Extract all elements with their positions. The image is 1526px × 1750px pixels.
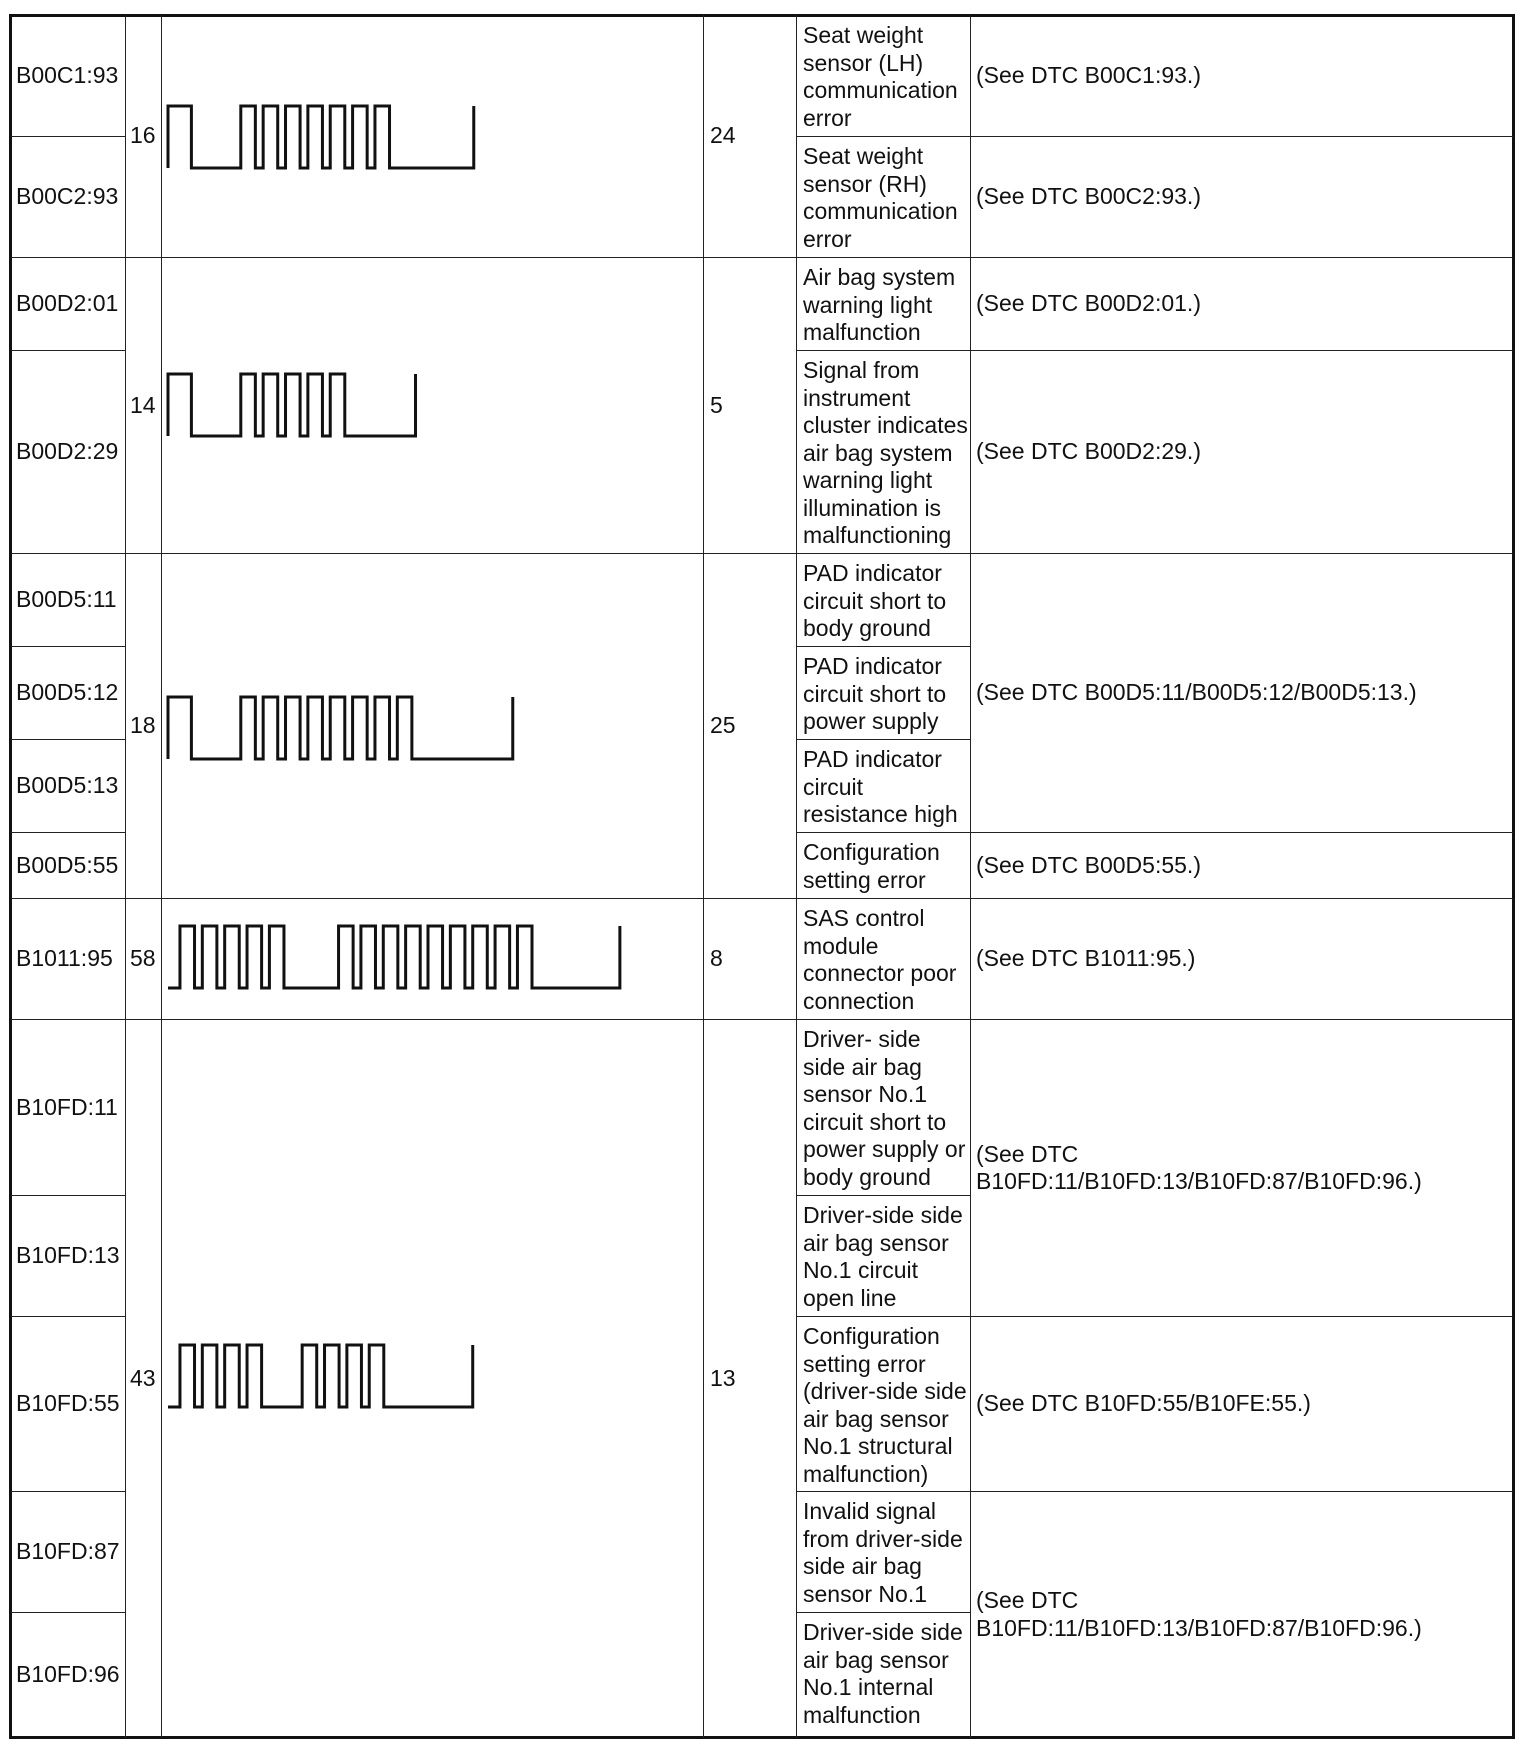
blink-pattern-waveform [166,695,515,761]
group-divider [11,898,1513,899]
row-divider [11,1195,125,1196]
blink-pattern-waveform [168,924,622,990]
row-divider [796,350,1513,351]
table-frame [9,14,1515,1739]
row-divider [11,739,125,740]
dtc-description: Seat weight sensor (RH) communication er… [803,143,958,252]
dtc-description: Driver- side side air bag sensor No.1 ci… [803,1026,966,1190]
row-divider [796,832,1513,833]
dtc-code: B10FD:96 [16,1661,120,1688]
row-divider [796,1491,1513,1492]
column-divider [970,15,971,1738]
row-divider [11,646,125,647]
row-divider [11,1491,125,1492]
dtc-description: Invalid signal from driver-side side air… [803,1498,963,1607]
dtc-description: PAD indicator circuit short to body grou… [803,560,947,641]
row-divider [796,1195,970,1196]
row-divider [796,1316,1513,1317]
row-divider [796,739,970,740]
dtc-code: B00D2:29 [16,438,119,465]
row-divider [796,136,1513,137]
waveform-trace [168,1343,475,1409]
dtc-action: (See DTC B10FD:11/B10FD:13/B10FD:87/B10F… [976,1587,1422,1641]
dtc-action: (See DTC B00D2:29.) [976,438,1201,465]
blink-count: 43 [130,1364,156,1391]
dtc-code: B00C1:93 [16,61,119,88]
dtc-action: (See DTC B00D5:55.) [976,851,1201,878]
dtc-action: (See DTC B00C2:93.) [976,183,1201,210]
group-divider [11,553,1513,554]
ref-count: 24 [710,122,736,149]
blink-pattern-waveform [166,372,418,438]
dtc-code: B10FD:87 [16,1538,120,1565]
row-divider [11,136,125,137]
blink-count: 16 [130,122,156,149]
row-divider [11,1316,125,1317]
blink-count: 14 [130,391,156,418]
dtc-code: B00D5:11 [16,586,117,613]
dtc-description: Driver-side side air bag sensor No.1 cir… [803,1202,963,1311]
dtc-description: Configuration setting error [803,839,940,893]
waveform-trace [166,372,418,438]
ref-count: 5 [710,391,723,418]
column-divider [703,15,704,1738]
row-divider [796,1612,970,1613]
ref-count: 8 [710,945,723,972]
blink-count: 58 [130,945,156,972]
blink-pattern-waveform [166,104,476,170]
row-divider [11,1612,125,1613]
dtc-description: PAD indicator circuit short to power sup… [803,653,947,734]
dtc-code: B1011:95 [16,945,113,972]
row-divider [11,350,125,351]
dtc-description: SAS control module connector poor connec… [803,905,957,1014]
group-divider [11,1019,1513,1020]
dtc-code: B10FD:11 [16,1093,118,1120]
ref-count: 13 [710,1364,736,1391]
blink-count: 18 [130,712,156,739]
dtc-action: (See DTC B10FD:11/B10FD:13/B10FD:87/B10F… [976,1140,1422,1195]
dtc-description: Driver-side side air bag sensor No.1 int… [803,1619,963,1728]
dtc-code: B00D2:01 [16,290,119,317]
dtc-code: B00D5:13 [16,772,119,799]
dtc-action: (See DTC B00C1:93.) [976,61,1201,88]
dtc-description: Air bag system warning light malfunction [803,264,956,345]
column-divider [796,15,797,1738]
dtc-code: B00D5:12 [16,679,119,706]
dtc-description: Configuration setting error (driver-side… [803,1323,967,1487]
row-divider [796,646,970,647]
group-divider [11,257,1513,258]
waveform-trace [166,695,515,761]
waveform-trace [168,924,622,990]
dtc-description: Seat weight sensor (LH) communication er… [803,22,958,131]
dtc-description: Signal from instrument cluster indicates… [803,357,968,548]
dtc-description: PAD indicator circuit resistance high [803,746,958,827]
dtc-code: B10FD:55 [16,1390,120,1417]
dtc-code: B00C2:93 [16,183,119,210]
dtc-code: B10FD:13 [16,1242,120,1269]
ref-count: 25 [710,712,736,739]
dtc-action: (See DTC B1011:95.) [976,945,1196,972]
dtc-action: (See DTC B10FD:55/B10FE:55.) [976,1390,1311,1417]
dtc-code: B00D5:55 [16,851,119,878]
row-divider [11,832,125,833]
column-divider [161,15,162,1738]
dtc-action: (See DTC B00D5:11/B00D5:12/B00D5:13.) [976,679,1417,706]
dtc-action: (See DTC B00D2:01.) [976,290,1201,317]
column-divider [125,15,126,1738]
blink-pattern-waveform [168,1343,475,1409]
waveform-trace [166,104,476,170]
